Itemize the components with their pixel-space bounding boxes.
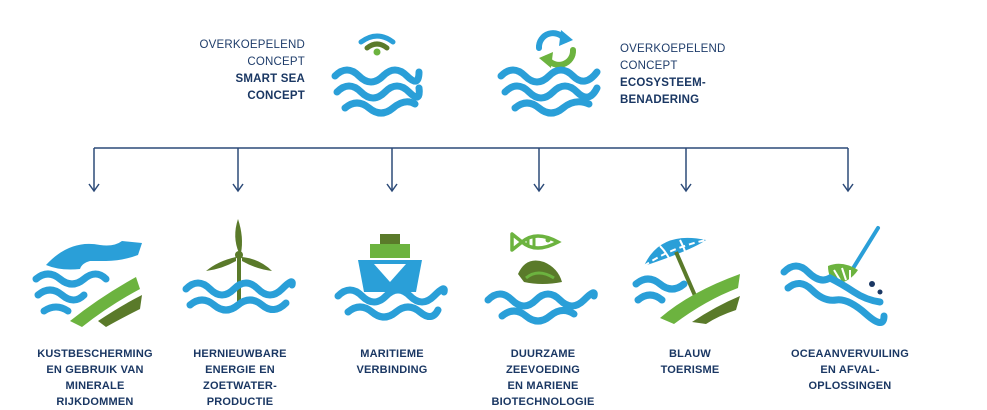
concept-title-line: SMART SEA xyxy=(235,73,305,85)
ship-icon xyxy=(334,234,448,321)
connector-arrow xyxy=(842,148,854,193)
sector-label-line: PRODUCTIE xyxy=(206,396,274,408)
concept-ecosystem-text: OVERKOEPELEND CONCEPT ECOSYSTEEM- BENADE… xyxy=(620,41,750,109)
sector-label-line: ENERGIE EN xyxy=(205,364,275,376)
connector-lines xyxy=(88,147,854,193)
sector-label-line: EN MARIENE xyxy=(507,380,579,392)
concept-line: OVERKOEPELEND xyxy=(620,43,726,55)
beach-umbrella-icon xyxy=(632,237,740,324)
broom-wave-icon xyxy=(780,226,888,326)
sector-label-line: MARITIEME xyxy=(360,348,424,360)
concept-title-line: BENADERING xyxy=(620,94,700,106)
fish-mussel-icon xyxy=(484,232,598,325)
sector-label-line: EN GEBRUIK VAN xyxy=(46,364,144,376)
sector-label-line: BIOTECHNOLOGIE xyxy=(491,396,595,408)
sector-label-line: MINERALE xyxy=(65,380,125,392)
connector-arrow xyxy=(88,148,100,193)
sector-label-line: OCEAANVERVUILING xyxy=(791,348,909,360)
concept-line: CONCEPT xyxy=(247,56,305,68)
connector-arrow xyxy=(680,148,692,193)
sector-label-line: ZOETWATER- xyxy=(203,380,277,392)
sector-label-line: HERNIEUWBARE xyxy=(193,348,287,360)
concept-smart-sea-text: OVERKOEPELEND CONCEPT SMART SEA CONCEPT xyxy=(190,37,305,105)
sector-label-maritieme: MARITIEME VERBINDING xyxy=(322,346,462,378)
sector-label-hernieuwbare: HERNIEUWBARE ENERGIE EN ZOETWATER- PRODU… xyxy=(170,346,310,410)
concept-line: OVERKOEPELEND xyxy=(199,39,305,51)
concept-title-line: CONCEPT xyxy=(247,90,305,102)
sector-label-line: VERBINDING xyxy=(356,364,428,376)
concept-line: CONCEPT xyxy=(620,60,678,72)
sector-label-line: KUSTBESCHERMING xyxy=(37,348,153,360)
sector-label-line: BLAUW xyxy=(669,348,711,360)
hand-coast-icon xyxy=(32,241,142,327)
sector-label-line: TOERISME xyxy=(660,364,720,376)
sector-label-line: OPLOSSINGEN xyxy=(808,380,892,392)
recycle-wave-icon xyxy=(497,30,601,117)
sector-label-duurzame: DUURZAME ZEEVOEDING EN MARIENE BIOTECHNO… xyxy=(468,346,618,410)
connector-arrow xyxy=(232,148,244,193)
sector-label-blauw-toerisme: BLAUW TOERISME xyxy=(620,346,760,378)
sector-label-oceaanvervuiling: OCEAANVERVUILING EN AFVAL- OPLOSSINGEN xyxy=(770,346,930,394)
sector-label-kustbescherming: KUSTBESCHERMING EN GEBRUIK VAN MINERALE … xyxy=(20,346,170,410)
sector-label-line: EN AFVAL- xyxy=(820,364,880,376)
sector-label-line: ZEEVOEDING xyxy=(505,364,581,376)
connector-arrow xyxy=(386,148,398,193)
wind-turbine-icon xyxy=(182,219,296,314)
connector-arrow xyxy=(533,148,545,193)
concept-title-line: ECOSYSTEEM- xyxy=(620,77,706,89)
sector-label-line: RIJKDOMMEN xyxy=(56,396,134,408)
sector-label-line: DUURZAME xyxy=(510,348,576,360)
wifi-wave-icon xyxy=(331,33,423,117)
